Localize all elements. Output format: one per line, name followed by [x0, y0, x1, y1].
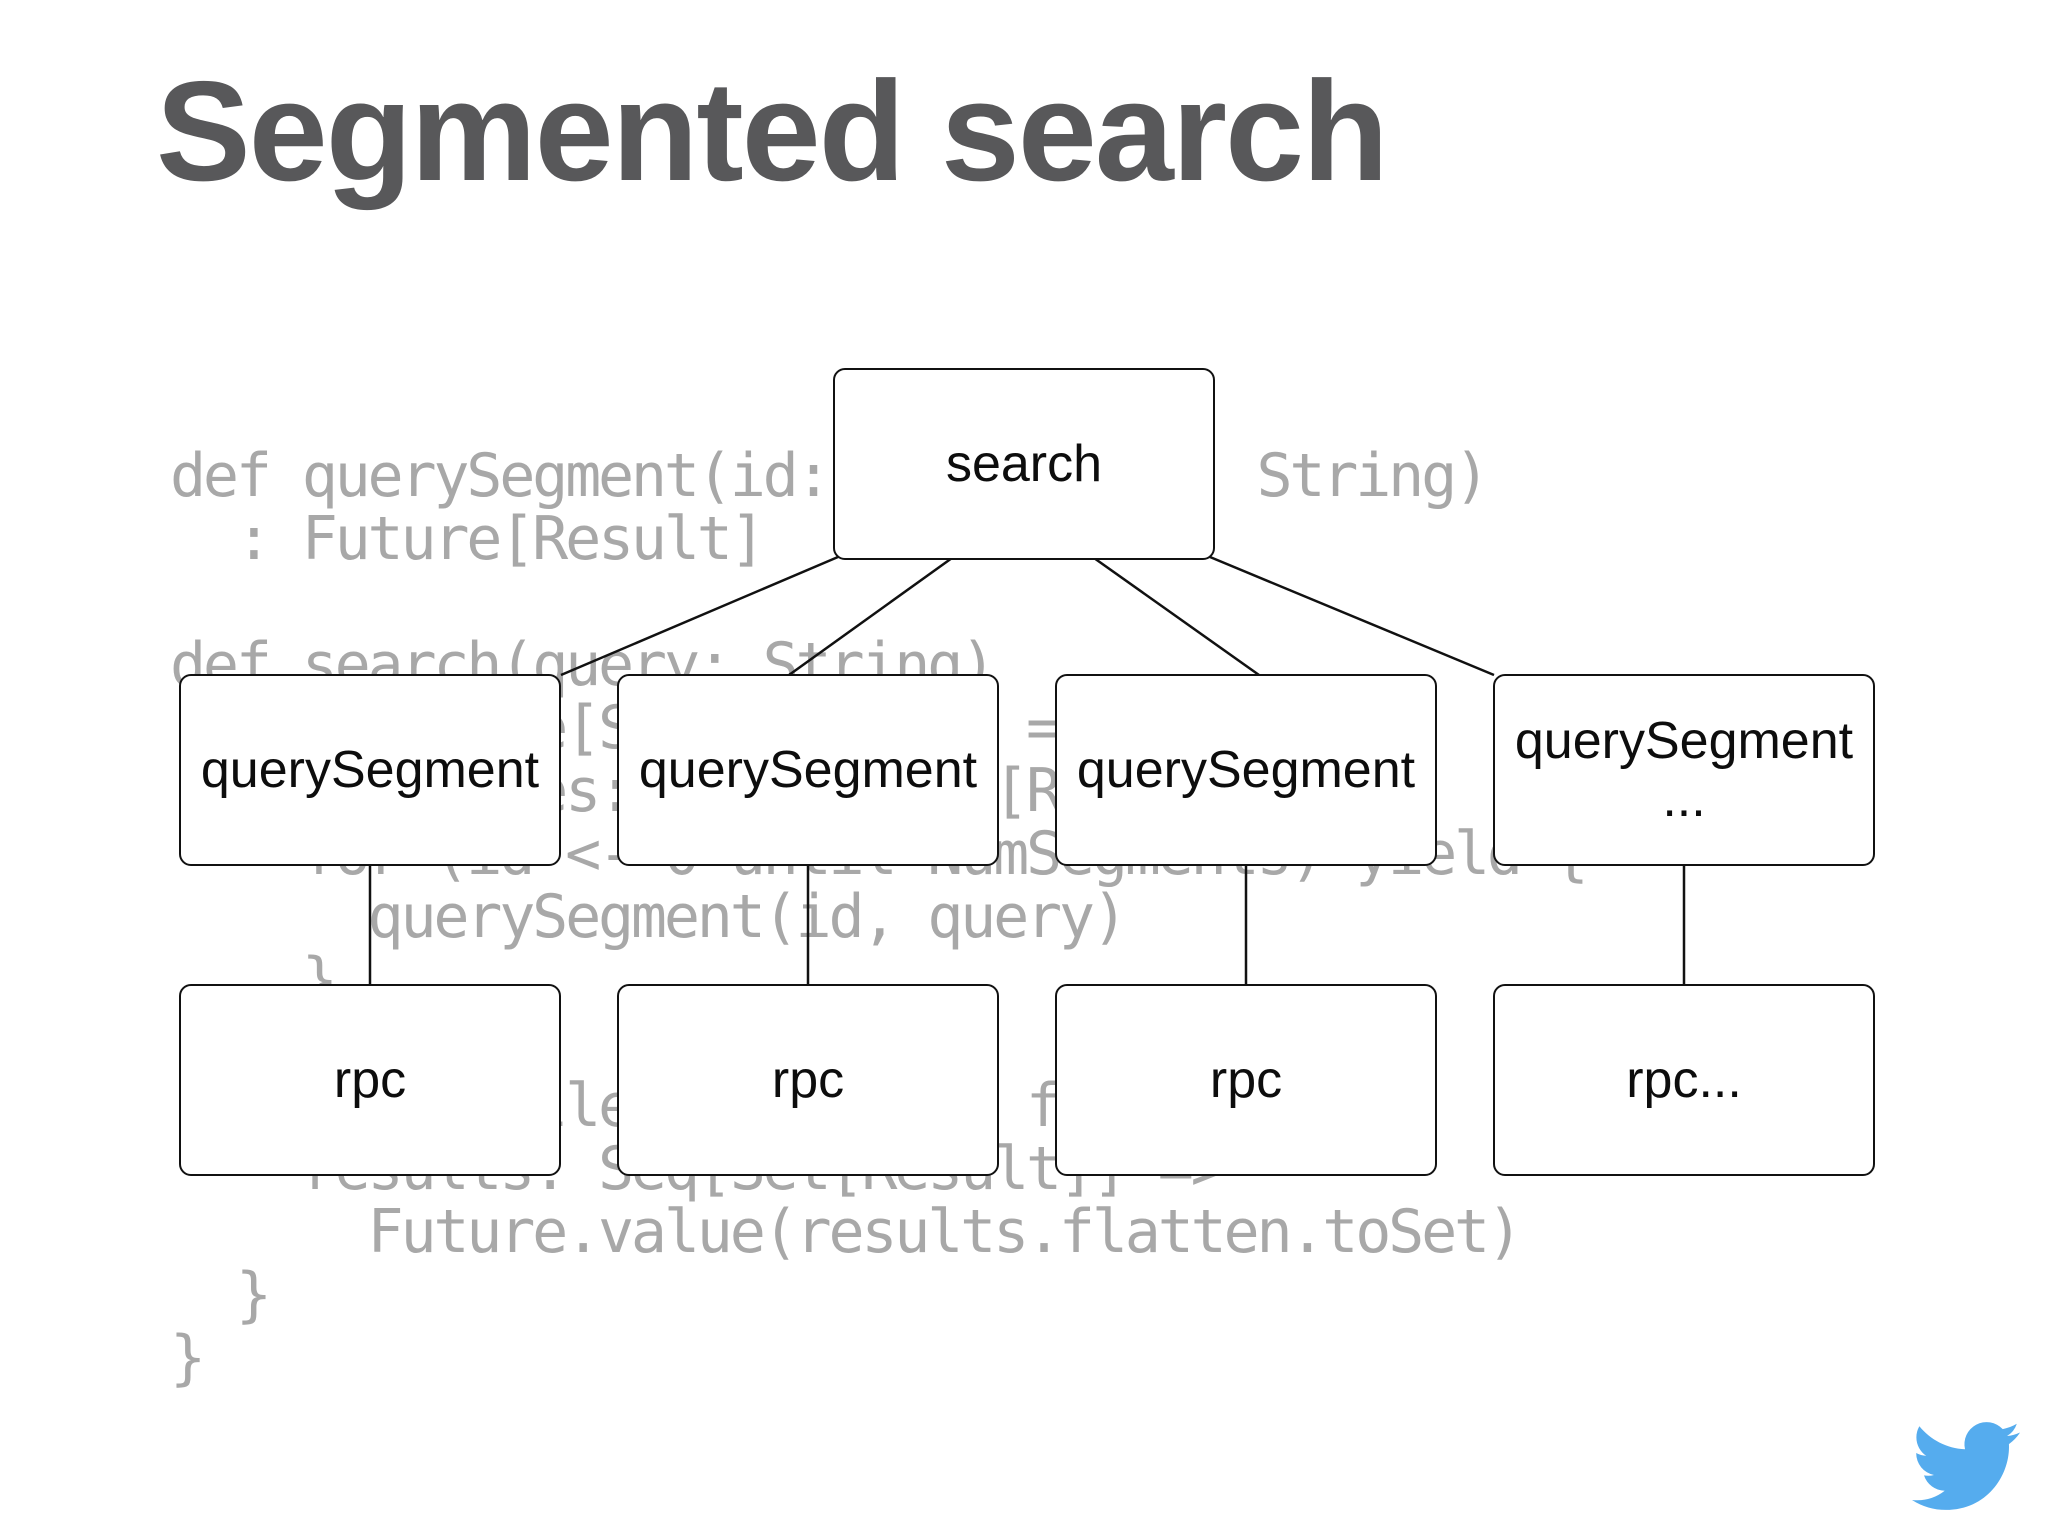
node-rpc-3: rpc: [1055, 984, 1437, 1176]
node-rpc-1: rpc: [179, 984, 561, 1176]
edge-search-to-segment2: [788, 556, 953, 677]
page-title: Segmented search: [156, 52, 1389, 211]
node-rpc-4-label: rpc...: [1626, 1051, 1742, 1109]
node-rpc-3-label: rpc: [1209, 1051, 1283, 1109]
edge-search-to-segment3: [1093, 556, 1260, 677]
node-query-segment-1: querySegment: [179, 674, 561, 866]
node-query-segment-3-label: querySegment: [1076, 741, 1416, 799]
code-line: }: [170, 1260, 272, 1330]
node-rpc-4: rpc...: [1493, 984, 1875, 1176]
node-search-label: search: [945, 435, 1103, 493]
node-query-segment-2: querySegment: [617, 674, 999, 866]
node-query-segment-2-label: querySegment: [638, 741, 978, 799]
node-query-segment-1-label: querySegment: [200, 741, 540, 799]
code-line: Future.value(results.flatten.toSet): [170, 1197, 1524, 1267]
node-search: search: [833, 368, 1215, 560]
edge-search-to-segment1: [560, 555, 839, 677]
node-rpc-2-label: rpc: [771, 1051, 845, 1109]
node-rpc-1-label: rpc: [333, 1051, 407, 1109]
code-line: : Future[Result]: [170, 504, 766, 574]
code-line: }: [170, 1323, 206, 1393]
node-query-segment-4-ellipsis: ...: [1662, 770, 1706, 828]
node-rpc-2: rpc: [617, 984, 999, 1176]
node-query-segment-3: querySegment: [1055, 674, 1437, 866]
twitter-bird-icon: [1912, 1422, 2020, 1510]
node-query-segment-4-label: querySegment: [1514, 712, 1854, 770]
edge-search-to-segment4: [1209, 555, 1495, 677]
node-query-segment-4: querySegment ...: [1493, 674, 1875, 866]
